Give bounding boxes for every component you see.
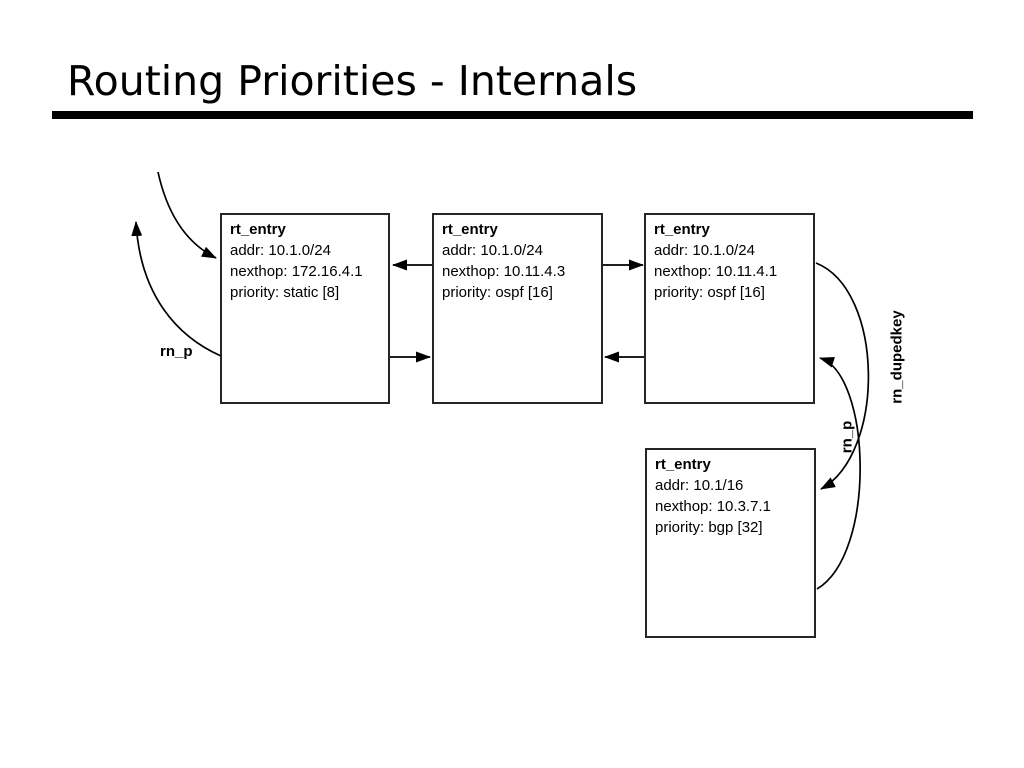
page-title: Routing Priorities - Internals [67, 57, 638, 105]
node-nexthop: nexthop: 10.11.4.3 [442, 263, 566, 280]
node-nexthop: nexthop: 10.3.7.1 [655, 498, 771, 515]
rn-dupedkey-arrow-icon [815, 262, 870, 490]
rn-p-left-arrow-icon [131, 221, 222, 357]
node-title: rt_entry [655, 456, 711, 473]
node-priority: priority: ospf [16] [654, 284, 765, 301]
node-addr: addr: 10.1.0/24 [230, 242, 331, 259]
node-nexthop: nexthop: 172.16.4.1 [230, 263, 363, 280]
rn-p-label-right: rn_p [838, 420, 856, 454]
node-title: rt_entry [654, 221, 710, 238]
node-title: rt_entry [442, 221, 498, 238]
rt-entry-node-ospf-a: rt_entry addr: 10.1.0/24 nexthop: 10.11.… [432, 213, 603, 404]
rt-entry-node-static: rt_entry addr: 10.1.0/24 nexthop: 172.16… [220, 213, 390, 404]
title-underline-rule [52, 111, 973, 119]
node-title: rt_entry [230, 221, 286, 238]
rn-p-right-arrow-icon [816, 356, 861, 590]
node-priority: priority: ospf [16] [442, 284, 553, 301]
rt-entry-node-ospf-b: rt_entry addr: 10.1.0/24 nexthop: 10.11.… [644, 213, 815, 404]
node-priority: priority: static [8] [230, 284, 340, 301]
incoming-arrow-icon [157, 171, 217, 259]
node-addr: addr: 10.1.0/24 [442, 242, 543, 259]
node-priority: priority: bgp [32] [655, 519, 763, 536]
rn-dupedkey-label: rn_dupedkey [888, 310, 906, 404]
rn-p-label-left: rn_p [160, 343, 193, 360]
node-nexthop: nexthop: 10.11.4.1 [654, 263, 778, 280]
node-addr: addr: 10.1.0/24 [654, 242, 755, 259]
rt-entry-node-bgp: rt_entry addr: 10.1/16 nexthop: 10.3.7.1… [645, 448, 816, 638]
node-addr: addr: 10.1/16 [655, 477, 744, 494]
